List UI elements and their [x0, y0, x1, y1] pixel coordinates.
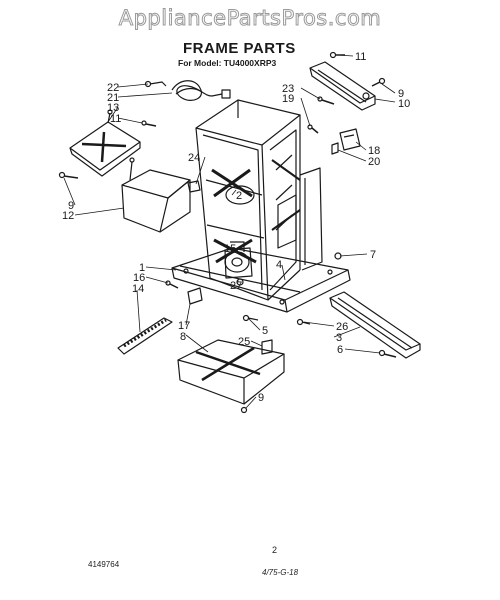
callout-12: 12	[62, 210, 74, 222]
callout-21: 21	[107, 92, 119, 104]
callout-2: 2	[236, 190, 242, 202]
callout-1: 1	[139, 262, 145, 274]
watermark-logo: AppliancePartsPros.com	[118, 6, 382, 31]
document-number: 4149764	[88, 560, 120, 569]
right-rail-part	[296, 291, 421, 359]
callout-11-top: 11	[355, 51, 366, 63]
toe-strip-part	[117, 317, 173, 355]
callout-8: 8	[180, 331, 186, 343]
callout-11-left: 11	[110, 113, 121, 125]
callout-19: 19	[282, 93, 294, 105]
callout-10: 10	[398, 98, 410, 110]
callout-3: 3	[336, 332, 342, 344]
callout-9-left: 9	[68, 200, 74, 212]
bushing-24-part	[187, 180, 201, 193]
callout-18: 18	[368, 145, 380, 157]
screw-5-part	[242, 314, 259, 322]
callout-20: 20	[368, 156, 380, 168]
switch-part	[331, 128, 361, 155]
motor-assembly-part	[224, 241, 253, 286]
callout-labels: 11 22 21 13 11 23 19 9 10 18 20 24 2 9 1…	[62, 51, 410, 404]
side-channel-part	[299, 167, 323, 271]
screw-23-19-part	[307, 96, 335, 134]
bottom-pan-part	[177, 339, 285, 414]
callout-5: 5	[262, 325, 268, 337]
wire-harness-part	[144, 80, 231, 101]
callout-6: 6	[337, 344, 343, 356]
callout-4: 4	[276, 259, 282, 271]
callout-17: 17	[178, 320, 190, 332]
callout-9-top: 9	[398, 88, 404, 100]
callout-13: 13	[107, 102, 119, 114]
part-25	[261, 339, 273, 355]
callout-7: 7	[370, 249, 376, 261]
diagram-title: FRAME PARTS	[183, 40, 296, 57]
callout-22: 22	[107, 82, 119, 94]
callout-16: 16	[133, 272, 145, 284]
callout-26: 26	[336, 321, 348, 333]
screw-16-part	[165, 280, 179, 289]
callout-25: 25	[238, 336, 250, 348]
page-number: 2	[272, 545, 278, 555]
top-rail-part	[309, 51, 386, 111]
diagram-subtitle: For Model: TU4000XRP3	[178, 58, 277, 68]
callout-27: 27	[230, 280, 242, 292]
date-code: 4/75-G-18	[262, 568, 299, 577]
callout-24: 24	[188, 152, 200, 164]
callout-9-bottom: 9	[258, 392, 264, 404]
left-shroud-part	[58, 157, 191, 233]
callout-14: 14	[132, 283, 144, 295]
screw-6-part	[378, 349, 397, 358]
tower-frame-part	[195, 99, 301, 301]
clip-17-part	[187, 287, 203, 305]
left-cover-panel-part	[69, 109, 157, 177]
leader-lines	[63, 54, 396, 409]
callout-23: 23	[282, 83, 294, 95]
callout-15: 15	[224, 243, 236, 255]
